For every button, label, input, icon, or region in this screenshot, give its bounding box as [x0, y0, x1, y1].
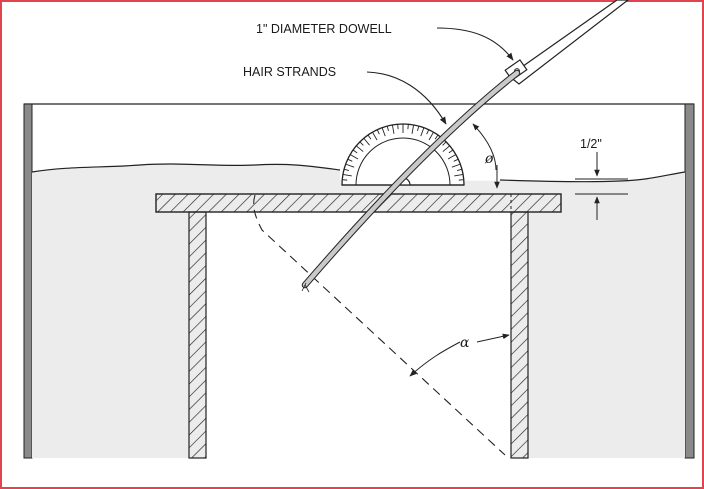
phi-label: ø — [484, 151, 494, 167]
protractor-tick — [447, 154, 457, 160]
protractor-tick — [420, 127, 425, 137]
protractor-tick — [391, 124, 395, 134]
alpha-label: α — [460, 335, 470, 351]
protractor-tick — [367, 134, 372, 140]
protractor-tick — [355, 145, 364, 152]
protractor-tick — [363, 137, 370, 146]
box-left-wall — [188, 211, 207, 459]
water-surface — [31, 163, 341, 173]
protractor-tick — [448, 149, 454, 154]
protractor-tick — [426, 129, 430, 135]
dowel-label: 1" DIAMETER DOWELL — [256, 22, 392, 36]
protractor-tick — [349, 154, 359, 160]
protractor-tick — [411, 124, 415, 134]
protractor-tick — [376, 129, 380, 135]
tank-left-wall — [23, 103, 33, 459]
protractor-tick — [381, 127, 386, 137]
protractor-tick — [347, 158, 353, 162]
protractor-tick — [442, 141, 447, 146]
protractor-tick — [451, 163, 461, 168]
protractor-tick — [342, 173, 352, 177]
protractor-tick — [352, 149, 358, 154]
alpha-arc — [409, 341, 461, 377]
box-right-wall — [510, 211, 529, 459]
protractor-tick — [434, 134, 439, 140]
hair-label: HAIR STRANDS — [243, 65, 336, 79]
dowel-leader — [436, 27, 514, 61]
alpha-arrow — [476, 333, 510, 343]
sight-line — [253, 194, 506, 456]
protractor-tick — [372, 131, 378, 141]
box-interior — [206, 212, 511, 458]
protractor-tick — [386, 125, 389, 132]
protractor-tick — [359, 141, 364, 146]
water-surface-right — [499, 171, 686, 183]
half-inch-label: 1/2" — [580, 137, 602, 151]
protractor-tick — [345, 163, 355, 168]
protractor-tick — [428, 131, 434, 141]
protractor-tick — [454, 173, 464, 177]
protractor-tick — [417, 125, 420, 132]
top-plate — [155, 193, 562, 213]
phi-arc — [472, 123, 497, 171]
hair-leader — [366, 71, 447, 125]
protractor-tick — [456, 168, 463, 171]
tank-right-wall — [684, 103, 695, 459]
protractor-tick — [453, 158, 459, 162]
hair-strands — [301, 69, 521, 293]
protractor-tick — [343, 168, 350, 171]
protractor-tick — [442, 145, 451, 152]
